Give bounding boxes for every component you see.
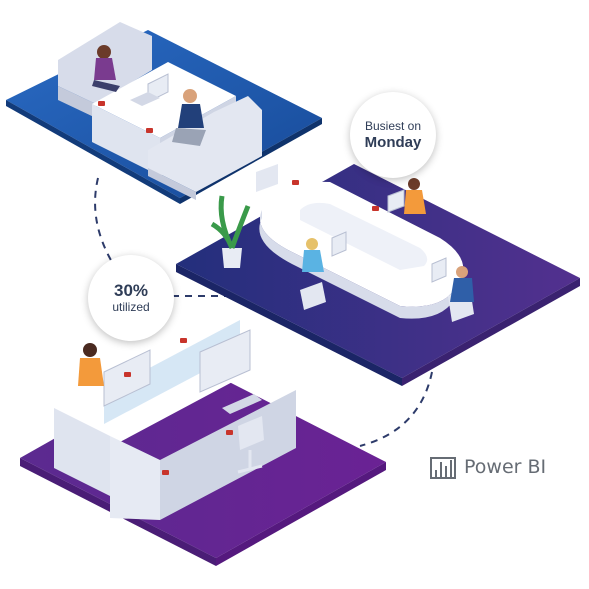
power-bi-brand: Power BI [428,452,546,482]
power-bi-bar-icon [430,457,456,479]
brand-name: Power BI [464,456,547,478]
utilization-value: 30% [113,281,149,300]
busiest-label: Busiest on [364,118,422,133]
utilization-label: utilized [112,300,150,314]
platform-desks [20,314,386,566]
utilization-bubble: 30% utilized [88,255,174,341]
busiest-day-bubble: Busiest on Monday [350,92,436,178]
busiest-day-value: Monday [364,133,422,151]
dashed-connectors [94,177,433,447]
platform-booth [6,22,322,204]
platform-conference [176,164,580,386]
